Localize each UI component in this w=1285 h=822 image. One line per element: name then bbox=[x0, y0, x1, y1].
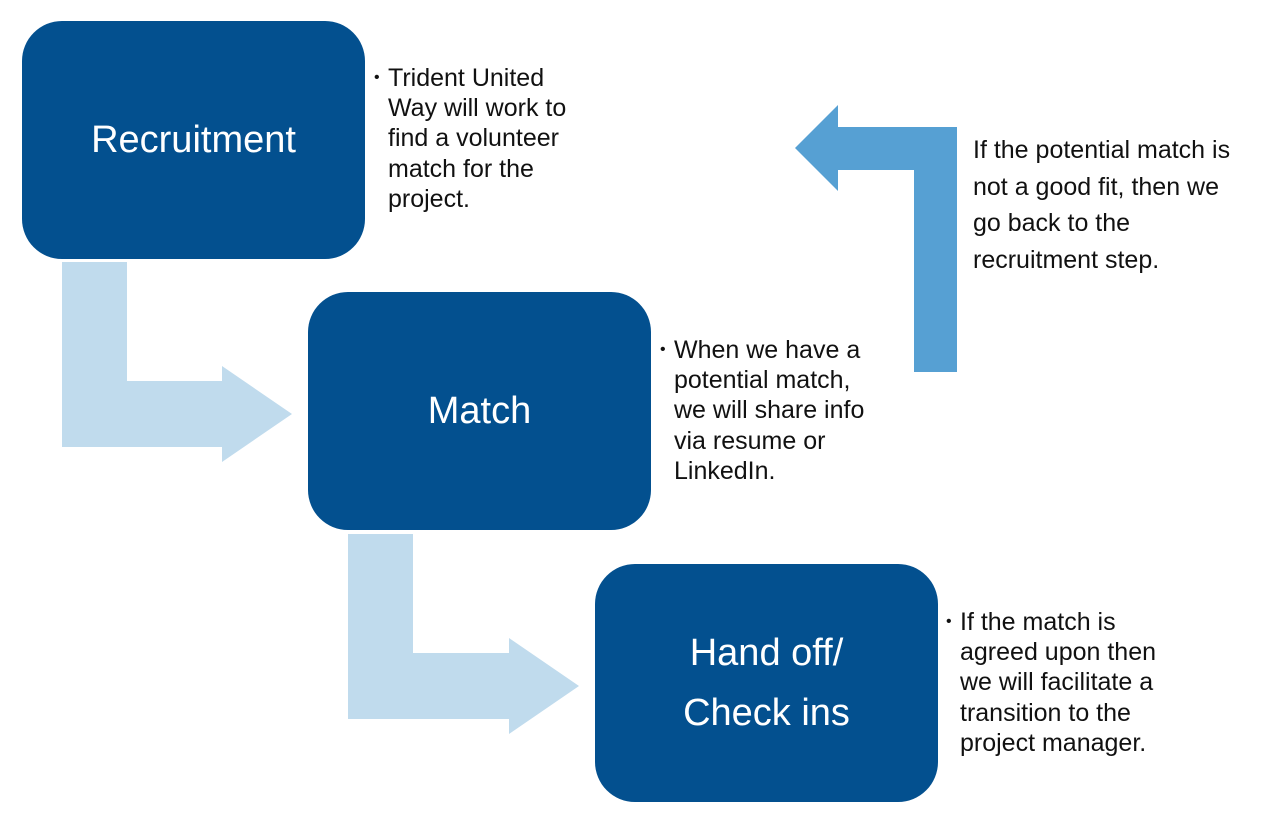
step-recruitment-label: Recruitment bbox=[91, 119, 296, 161]
arrow-recruitment-to-match bbox=[62, 262, 292, 462]
note-handoff: • If the match is agreed upon then we wi… bbox=[946, 607, 1156, 758]
note-handoff-line: project manager. bbox=[960, 728, 1147, 757]
note-match-line: potential match, bbox=[674, 366, 851, 395]
bullet-icon: • bbox=[374, 69, 380, 86]
bullet-icon: • bbox=[660, 341, 666, 358]
arrow-match-to-handoff bbox=[348, 534, 579, 734]
note-recruitment: • Trident United Way will work to find a… bbox=[374, 63, 566, 214]
note-match-line: LinkedIn. bbox=[674, 456, 776, 485]
feedback-note-line: If the potential match is bbox=[973, 136, 1231, 164]
note-handoff-line: If the match is bbox=[960, 608, 1116, 636]
note-handoff-line: agreed upon then bbox=[960, 638, 1157, 667]
bullet-icon: • bbox=[946, 613, 952, 630]
note-recruitment-line: project. bbox=[388, 184, 470, 213]
step-handoff: Hand off/ Check ins bbox=[595, 564, 938, 802]
feedback-note-line: go back to the bbox=[973, 209, 1131, 237]
feedback-note-line: recruitment step. bbox=[973, 245, 1160, 274]
note-recruitment-line: Way will work to bbox=[388, 94, 567, 123]
note-handoff-line: we will facilitate a bbox=[960, 668, 1154, 697]
arrow-back-to-recruitment bbox=[795, 105, 957, 372]
step-recruitment: Recruitment bbox=[22, 21, 365, 259]
note-recruitment-line: find a volunteer bbox=[388, 124, 559, 153]
feedback-note-line: not a good fit, then we bbox=[973, 172, 1220, 201]
feedback-note: If the potential match is not a good fit… bbox=[973, 132, 1230, 278]
note-match-line: we will share info bbox=[674, 396, 865, 425]
note-match: • When we have a potential match, we wil… bbox=[660, 335, 864, 486]
step-handoff-label-line1: Hand off/ bbox=[689, 632, 844, 674]
step-match: Match bbox=[308, 292, 651, 530]
note-match-line: When we have a bbox=[674, 336, 861, 364]
note-match-line: via resume or bbox=[674, 426, 826, 455]
step-match-label: Match bbox=[427, 390, 532, 432]
step-handoff-label-line2: Check ins bbox=[683, 692, 850, 734]
note-recruitment-line: Trident United bbox=[388, 64, 545, 92]
note-recruitment-line: match for the bbox=[388, 154, 534, 183]
note-handoff-line: transition to the bbox=[960, 698, 1131, 727]
